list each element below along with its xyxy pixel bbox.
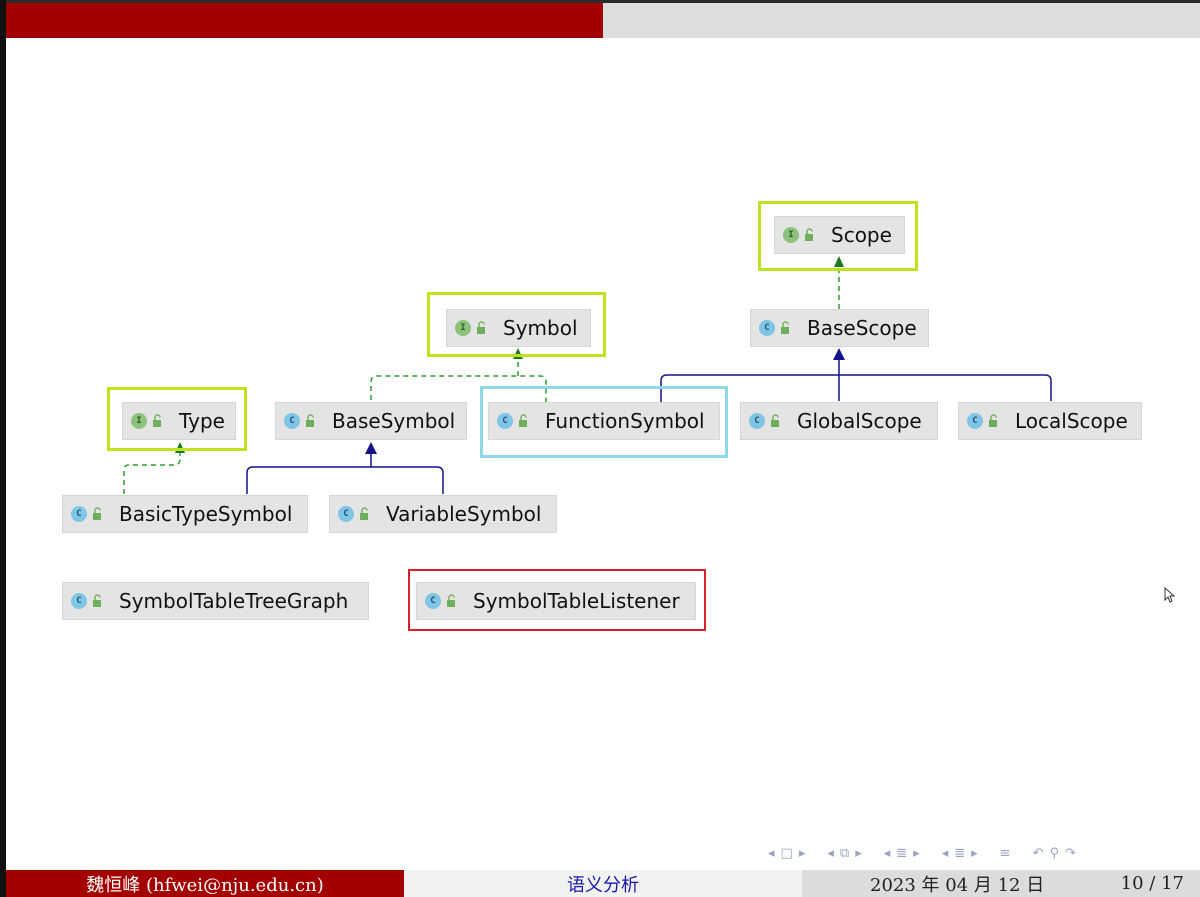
unlocked-icon [93, 507, 101, 520]
class-icon: C [967, 413, 983, 429]
beamer-navigation: ◂ □ ▸ ◂ ⧉ ▸ ◂ ≣ ▸ ◂ ≣ ▸ ≡ ↶ ⚲ ↷ [768, 843, 1082, 863]
edge-basictypesymbol-implements-type [123, 452, 181, 494]
node-label: BaseScope [807, 316, 917, 340]
class-icon: C [284, 413, 300, 429]
frame-icon[interactable]: □ [780, 845, 793, 861]
edge-symbol-implementations [370, 358, 547, 403]
node-local-scope[interactable]: C LocalScope [958, 402, 1142, 440]
node-basic-type-symbol[interactable]: C BasicTypeSymbol [62, 495, 308, 533]
subsection-prev-icon[interactable]: ◂ [827, 845, 834, 861]
node-label: BasicTypeSymbol [119, 502, 293, 526]
unlocked-icon [93, 594, 101, 607]
part-prev-icon[interactable]: ◂ [941, 845, 949, 861]
highlight-scope [758, 201, 918, 271]
interface-icon: I [455, 320, 471, 336]
section-icon[interactable]: ≣ [896, 845, 908, 861]
mouse-cursor-icon [1164, 587, 1176, 603]
highlight-symbol-table-listener [408, 569, 706, 631]
section-next-icon[interactable]: ▸ [913, 845, 920, 861]
arrowhead-scope [834, 256, 844, 267]
footer-date: 2023 年 04 月 12 日 [870, 874, 1045, 896]
section-prev-icon[interactable]: ◂ [883, 845, 891, 861]
footer-title: 语义分析 [404, 870, 802, 897]
class-icon: C [749, 413, 765, 429]
unlocked-icon [477, 321, 485, 334]
undo-icon[interactable]: ↶ [1032, 845, 1044, 861]
unlocked-icon [805, 228, 813, 241]
interface-icon: I [783, 227, 799, 243]
highlight-function-symbol [480, 386, 728, 458]
class-icon: C [71, 506, 87, 522]
edge-basesymbol-subclasses [246, 452, 444, 494]
frame-next-icon[interactable]: ▸ [798, 845, 806, 861]
class-icon: C [425, 593, 441, 609]
node-label: GlobalScope [797, 409, 922, 433]
class-icon: C [71, 593, 87, 609]
node-symbol-table-listener[interactable]: C SymbolTableListener [416, 582, 696, 620]
node-scope[interactable]: I Scope [774, 216, 905, 254]
node-label: Symbol [503, 316, 578, 340]
node-base-symbol[interactable]: C BaseSymbol [275, 402, 467, 440]
class-icon: C [497, 413, 513, 429]
unlocked-icon [989, 414, 997, 427]
footer-right: 2023 年 04 月 12 日 10 / 17 [802, 870, 1200, 897]
node-label: FunctionSymbol [545, 409, 705, 433]
unlocked-icon [153, 414, 161, 427]
subsection-icon[interactable]: ⧉ [839, 845, 850, 861]
redo-icon[interactable]: ↷ [1065, 845, 1076, 861]
arrowhead-basesymbol [365, 442, 377, 454]
node-label: VariableSymbol [386, 502, 542, 526]
node-function-symbol[interactable]: C FunctionSymbol [488, 402, 720, 440]
part-next-icon[interactable]: ▸ [971, 845, 978, 861]
node-global-scope[interactable]: C GlobalScope [740, 402, 938, 440]
unlocked-icon [771, 414, 779, 427]
slide-footer: 魏恒峰 (hfwei@nju.edu.cn) 语义分析 2023 年 04 月 … [0, 870, 1200, 897]
part-icon[interactable]: ≣ [954, 845, 966, 861]
subsection-next-icon[interactable]: ▸ [855, 845, 862, 861]
header-bar-left [6, 3, 603, 38]
edge-basescope-subclasses [660, 358, 1052, 403]
header-bar-right [603, 3, 1200, 38]
node-symbol-table-tree-graph[interactable]: C SymbolTableTreeGraph [62, 582, 369, 620]
search-icon[interactable]: ⚲ [1049, 845, 1059, 861]
node-variable-symbol[interactable]: C VariableSymbol [329, 495, 557, 533]
node-base-scope[interactable]: C BaseScope [750, 309, 929, 347]
unlocked-icon [306, 414, 314, 427]
unlocked-icon [781, 321, 789, 334]
node-label: BaseSymbol [332, 409, 456, 433]
footer-page-number: 10 / 17 [1120, 873, 1184, 894]
node-symbol[interactable]: I Symbol [446, 309, 591, 347]
footer-author: 魏恒峰 (hfwei@nju.edu.cn) [6, 870, 404, 897]
node-label: SymbolTableListener [473, 589, 680, 613]
unlocked-icon [447, 594, 455, 607]
arrowhead-basescope [833, 348, 845, 360]
frame-prev-icon[interactable]: ◂ [768, 845, 775, 861]
highlight-type [107, 387, 247, 451]
window-left-edge [0, 0, 6, 897]
node-type[interactable]: I Type [122, 402, 236, 440]
interface-icon: I [131, 413, 147, 429]
class-icon: C [338, 506, 354, 522]
node-label: Type [179, 409, 225, 433]
node-label: LocalScope [1015, 409, 1128, 433]
node-label: Scope [831, 223, 892, 247]
node-label: SymbolTableTreeGraph [119, 589, 349, 613]
class-icon: C [759, 320, 775, 336]
unlocked-icon [519, 414, 527, 427]
toc-icon[interactable]: ≡ [999, 845, 1011, 861]
highlight-symbol [427, 292, 606, 357]
window-top-edge [0, 0, 1200, 3]
unlocked-icon [360, 507, 368, 520]
